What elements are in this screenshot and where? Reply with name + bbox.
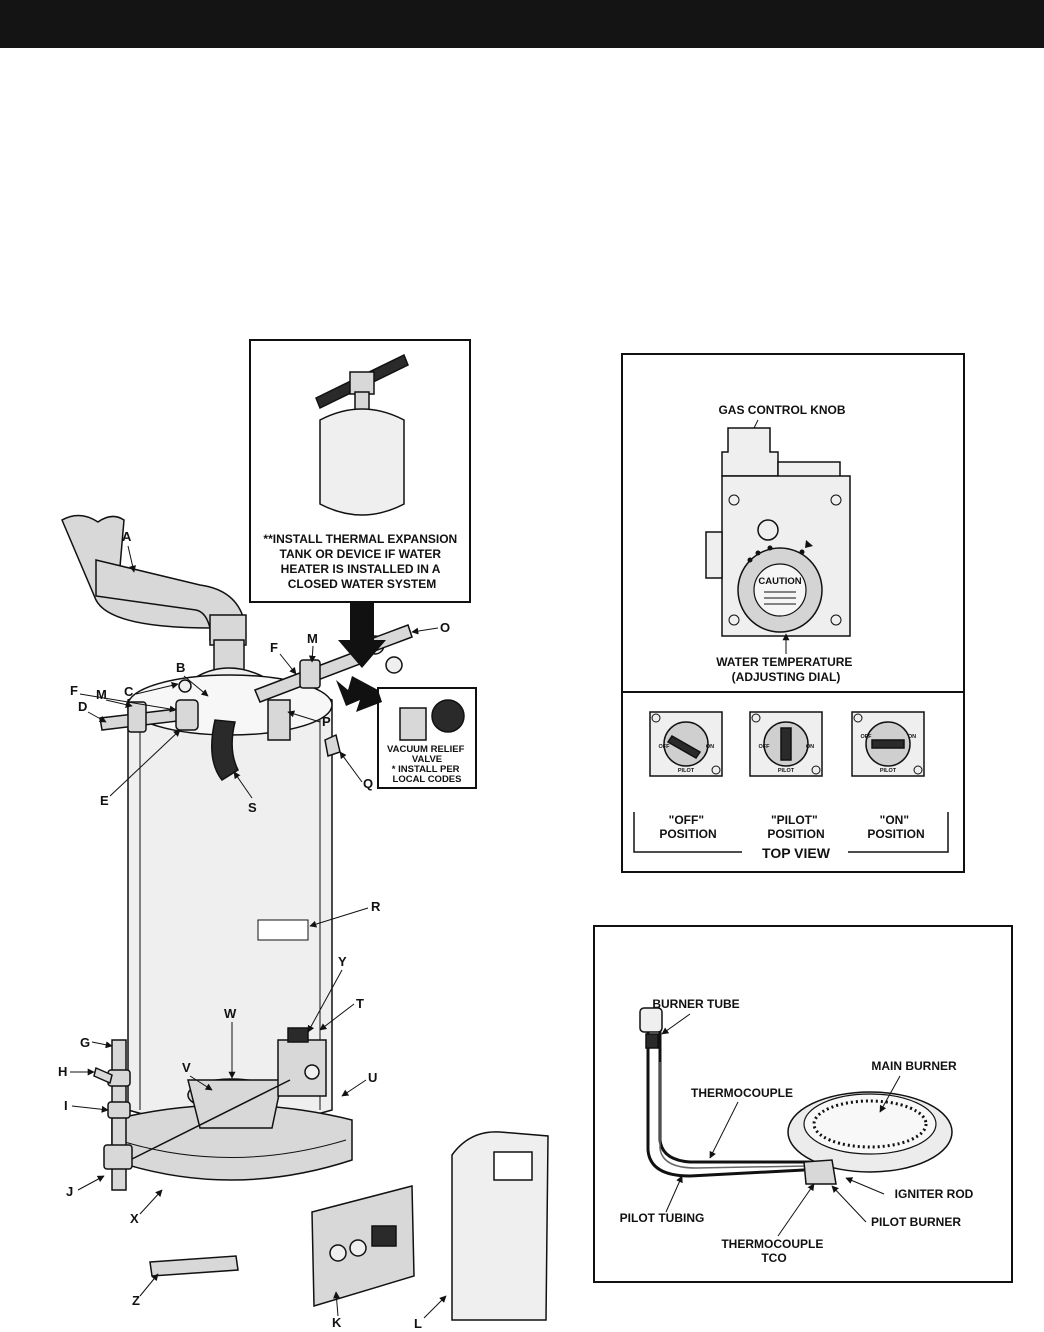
part-label-Y: Y bbox=[338, 954, 347, 969]
expansion-tank-inset: **INSTALL THERMAL EXPANSION TANK OR DEVI… bbox=[249, 339, 471, 668]
part-label-U: U bbox=[368, 1070, 377, 1085]
dial-caution-text: CAUTION bbox=[758, 576, 801, 587]
part-label-I: I bbox=[64, 1098, 68, 1113]
part-label-E: E bbox=[100, 793, 109, 808]
part-label-X: X bbox=[130, 1211, 139, 1226]
pilot-burner-label: PILOT BURNER bbox=[871, 1215, 961, 1229]
part-label-T: T bbox=[356, 996, 364, 1011]
gas-control-figure: GAS CONTROL KNOB CAUTION WATER TEMPERATU… bbox=[621, 353, 965, 873]
dial-label-line: (ADJUSTING DIAL) bbox=[732, 670, 841, 684]
install-note-line: * INSTALL PER bbox=[392, 764, 460, 775]
tank bbox=[111, 674, 353, 1181]
install-note: * INSTALL PER LOCAL CODES bbox=[392, 764, 462, 785]
part-label-M-left: M bbox=[96, 687, 107, 702]
svg-text:ON: ON bbox=[806, 744, 814, 750]
thermocouple-label: THERMOCOUPLE bbox=[691, 1086, 793, 1100]
outer-door bbox=[451, 1131, 549, 1321]
access-cover bbox=[149, 1185, 415, 1308]
part-label-P: P bbox=[322, 714, 331, 729]
pilot-tubing-label: PILOT TUBING bbox=[620, 1211, 705, 1225]
part-label-J: J bbox=[66, 1184, 73, 1199]
gas-supply-piping bbox=[93, 1039, 133, 1191]
knob-position-pilot: OFF ON PILOT bbox=[749, 711, 823, 777]
svg-text:OFF: OFF bbox=[861, 734, 873, 740]
part-label-K: K bbox=[332, 1315, 342, 1330]
svg-text:OFF: OFF bbox=[659, 744, 671, 750]
vacuum-valve-line: VALVE bbox=[412, 754, 442, 765]
part-label-F-left: F bbox=[70, 683, 78, 698]
position-caption-off: "OFF" POSITION bbox=[659, 813, 716, 841]
thermocouple-tco-label: THERMOCOUPLE TCO bbox=[721, 1237, 826, 1265]
expansion-note-line: TANK OR DEVICE IF WATER bbox=[280, 547, 442, 561]
position-caption-pilot: "PILOT" POSITION bbox=[767, 813, 824, 841]
expansion-note-line: CLOSED WATER SYSTEM bbox=[288, 577, 436, 591]
vacuum-relief-inset: VACUUM RELIEF VALVE * INSTALL PER LOCAL … bbox=[336, 676, 477, 789]
part-label-S: S bbox=[248, 800, 257, 815]
install-note-line: LOCAL CODES bbox=[393, 774, 462, 785]
part-label-W: W bbox=[224, 1006, 237, 1021]
gas-control-knob-label: GAS CONTROL KNOB bbox=[718, 403, 845, 417]
svg-text:PILOT: PILOT bbox=[678, 768, 695, 774]
part-label-D: D bbox=[78, 699, 87, 714]
vacuum-valve-label: VACUUM RELIEF VALVE bbox=[387, 744, 467, 765]
vacuum-valve-line: VACUUM RELIEF bbox=[387, 744, 465, 755]
part-label-R: R bbox=[371, 899, 381, 914]
svg-text:OFF: OFF bbox=[759, 744, 771, 750]
igniter-rod-label: IGNITER ROD bbox=[895, 1187, 974, 1201]
part-label-H: H bbox=[58, 1064, 67, 1079]
burner-assembly-figure: BURNER TUBE MAIN BURNER THERMOCOUPLE IGN… bbox=[593, 925, 1013, 1283]
part-label-C: C bbox=[124, 684, 134, 699]
part-label-Q: Q bbox=[363, 776, 373, 791]
knob-position-off: OFF ON PILOT bbox=[649, 711, 723, 777]
position-caption-on: "ON" POSITION bbox=[867, 813, 924, 841]
part-label-M-right: M bbox=[307, 631, 318, 646]
header-bar bbox=[0, 0, 1044, 48]
part-callouts: A B C D E F F M M N O P Q R bbox=[58, 529, 450, 1331]
part-label-B: B bbox=[176, 660, 185, 675]
part-label-O: O bbox=[440, 620, 450, 635]
svg-text:ON: ON bbox=[908, 734, 916, 740]
vent-pipe bbox=[61, 514, 263, 698]
expansion-note-line: HEATER IS INSTALLED IN A bbox=[281, 562, 441, 576]
part-label-A: A bbox=[122, 529, 132, 544]
svg-text:ON: ON bbox=[706, 744, 714, 750]
main-burner-label: MAIN BURNER bbox=[871, 1059, 957, 1073]
part-label-V: V bbox=[182, 1060, 191, 1075]
water-heater-diagram: **INSTALL THERMAL EXPANSION TANK OR DEVI… bbox=[58, 339, 549, 1331]
part-label-F-right: F bbox=[270, 640, 278, 655]
svg-text:PILOT: PILOT bbox=[880, 768, 897, 774]
knob-position-on: OFF ON PILOT bbox=[851, 711, 925, 777]
part-label-L: L bbox=[414, 1316, 422, 1331]
expansion-note-line: **INSTALL THERMAL EXPANSION bbox=[263, 532, 457, 546]
water-temperature-dial-label: WATER TEMPERATURE (ADJUSTING DIAL) bbox=[716, 655, 856, 684]
dial-label-line: WATER TEMPERATURE bbox=[716, 655, 852, 669]
burner-tube-label: BURNER TUBE bbox=[652, 997, 739, 1011]
top-view-label: TOP VIEW bbox=[762, 845, 831, 861]
part-label-Z: Z bbox=[132, 1293, 140, 1308]
part-label-G: G bbox=[80, 1035, 90, 1050]
expansion-note: **INSTALL THERMAL EXPANSION TANK OR DEVI… bbox=[263, 532, 460, 591]
svg-text:PILOT: PILOT bbox=[778, 768, 795, 774]
part-label-N: N bbox=[356, 601, 365, 616]
